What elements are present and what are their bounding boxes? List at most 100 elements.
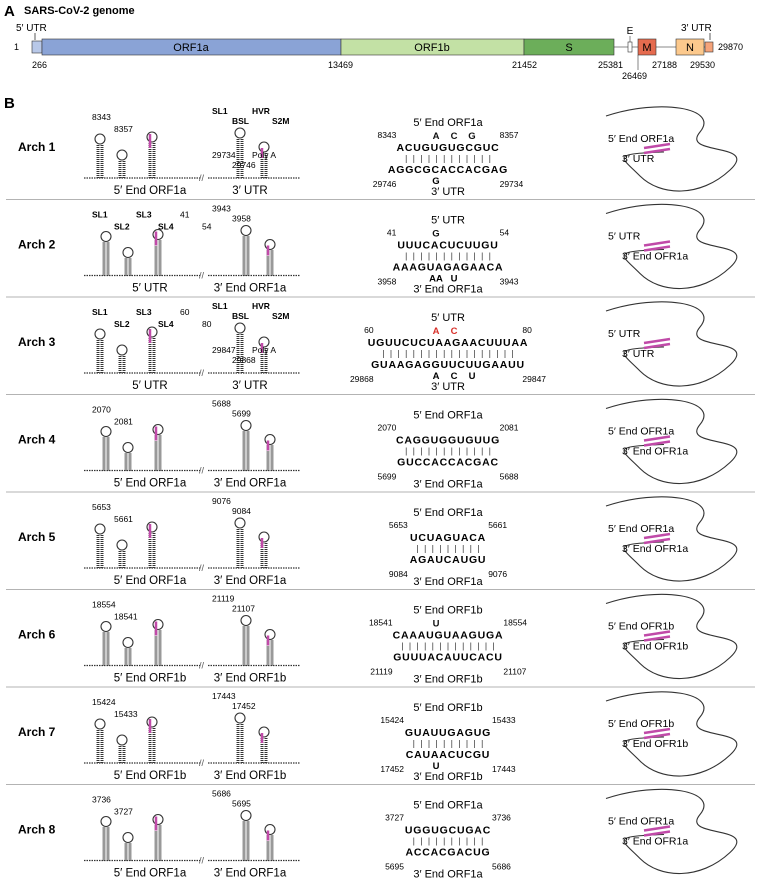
seq-bottom: AGAUCAUGU: [410, 554, 487, 566]
rna-fold-schematic: [605, 301, 738, 387]
cartoon-label-mid: 5688: [212, 399, 231, 409]
seq-top: UGUUCUCUAAGAACUUUAA: [368, 337, 528, 349]
gene-label-s: S: [565, 42, 572, 54]
seq-bottom-title: 3′ End ORF1a: [413, 576, 483, 588]
seq-top: UUUCACUCUUGU: [397, 240, 498, 252]
num-top-left: 15424: [380, 715, 404, 725]
seq-top-title: 5′ End ORF1a: [413, 800, 483, 812]
region-label-a: 5′ End ORF1b: [114, 770, 186, 782]
cartoon-label-left: SL3: [136, 210, 152, 220]
hairpin-loop: [94, 328, 106, 340]
hairpin-loop: [94, 133, 106, 145]
seq-bottom: CAUAACUCGU: [406, 749, 490, 761]
hairpin-loop: [264, 238, 276, 251]
panel-a: A SARS-CoV-2 genome 5′ UTR 3′ UTR 1 2987…: [4, 3, 743, 81]
break-mark: //: [199, 466, 205, 476]
interaction-mark-bottom: [643, 830, 671, 837]
num-top-right: 15433: [492, 715, 516, 725]
gene-label-n: N: [686, 42, 694, 54]
bulge-bottom-base: U: [469, 371, 476, 382]
rna-fold-schematic: [605, 788, 738, 875]
seq-bottom-title: 3′ UTR: [431, 381, 465, 393]
bulge-top-base: A: [433, 131, 440, 142]
num-top-right: 18554: [503, 618, 527, 628]
pos-266: 266: [32, 60, 47, 70]
cartoon-label-mid: 3958: [232, 214, 251, 224]
region-label-b: 3′ End ORF1b: [214, 673, 286, 685]
seq-bottom: ACCACGACUG: [406, 847, 491, 859]
num-bottom-left: 5699: [377, 472, 396, 482]
bulge-bottom-base: U: [451, 274, 458, 285]
break-mark: //: [199, 856, 205, 866]
hairpin-loop: [116, 149, 128, 161]
gene-label-e: E: [627, 26, 634, 37]
cartoon-label-left: 3727: [114, 807, 133, 817]
hairpin-loop: [240, 809, 252, 822]
cartoon-label-mid: Poly A: [252, 150, 276, 160]
interaction-mark-bottom: [643, 732, 671, 740]
hairpin-loop: [146, 326, 158, 338]
region-label-a: 5′ End ORF1a: [114, 575, 187, 587]
num-bottom-right: 17443: [492, 764, 516, 774]
seq-top: GUAUUGAGUG: [405, 727, 491, 739]
seq-top: UCUAGUACA: [410, 532, 486, 544]
region-label-b: 3′ End ORF1a: [214, 575, 287, 587]
num-bottom-left: 21119: [370, 667, 393, 677]
hairpin-loop: [240, 614, 252, 627]
cartoon-label-mid: 5695: [232, 799, 251, 809]
utr3-box: [704, 41, 714, 53]
hairpin-loop: [264, 628, 276, 641]
region-label-a: 5′ End ORF1a: [114, 478, 187, 490]
region-label-b: 3′ UTR: [232, 185, 267, 197]
gene-label-m: M: [642, 42, 651, 54]
seq-bottom: AAAGUAGAGAACA: [393, 262, 504, 274]
interaction-mark-bottom: [643, 537, 671, 545]
pos-27188: 27188: [652, 60, 677, 70]
region-label-a: 5′ UTR: [132, 380, 167, 392]
hairpin-loop: [146, 131, 158, 143]
region-label-b: 3′ UTR: [232, 380, 267, 392]
arch-name: Arch 4: [18, 433, 56, 447]
num-top-left: 41: [387, 228, 397, 238]
interaction-mark-top: [643, 240, 671, 247]
schematic-label-up: 5′ End OFR1b: [608, 718, 674, 730]
hairpin-loop: [122, 636, 134, 649]
seq-top: UGGUGCUGAC: [405, 825, 491, 837]
seq-top-title: 5′ End ORF1b: [413, 605, 482, 617]
schematic-label-up: 5′ End OFR1a: [608, 523, 674, 535]
break-mark: //: [199, 173, 205, 183]
cartoon-label-mid: Poly A: [252, 345, 276, 355]
cartoon-label-mid: 21119: [212, 594, 235, 604]
region-label-b: 3′ End ORF1b: [214, 770, 286, 782]
arch-name: Arch 2: [18, 238, 56, 252]
hairpin-loop: [152, 228, 164, 241]
cartoon-label-left: 2081: [114, 417, 133, 427]
schematic-label-up: 5′ End ORF1a: [608, 133, 674, 145]
interaction-mark-top: [643, 532, 671, 540]
interaction-mark-top: [643, 630, 671, 637]
gene-s: [523, 38, 615, 56]
arch-name: Arch 5: [18, 530, 56, 544]
cartoon-label-mid: SL1: [212, 106, 228, 116]
cartoon-label-left: SL4: [158, 222, 174, 232]
hairpin-loop: [146, 521, 158, 533]
panel-b-letter: B: [4, 95, 15, 112]
gene-n: [675, 38, 705, 56]
gene-m: [637, 38, 657, 56]
num-top-right: 8357: [500, 130, 519, 140]
cartoon-label-left: SL2: [114, 222, 130, 232]
rna-fold-schematic: [605, 398, 738, 485]
region-label-b: 3′ End ORF1a: [214, 283, 287, 295]
arch-name: Arch 8: [18, 823, 56, 837]
hairpin-loop: [240, 224, 252, 237]
schematic-label-down: 3′ UTR: [622, 153, 655, 165]
cartoon-label-left: SL1: [92, 307, 108, 317]
num-bottom-left: 29746: [373, 179, 397, 189]
num-bottom-left: 3958: [377, 277, 396, 287]
cartoon-label-left: SL3: [136, 307, 152, 317]
num-top-right: 3736: [492, 813, 511, 823]
cartoon-label-mid: HVR: [252, 106, 270, 116]
